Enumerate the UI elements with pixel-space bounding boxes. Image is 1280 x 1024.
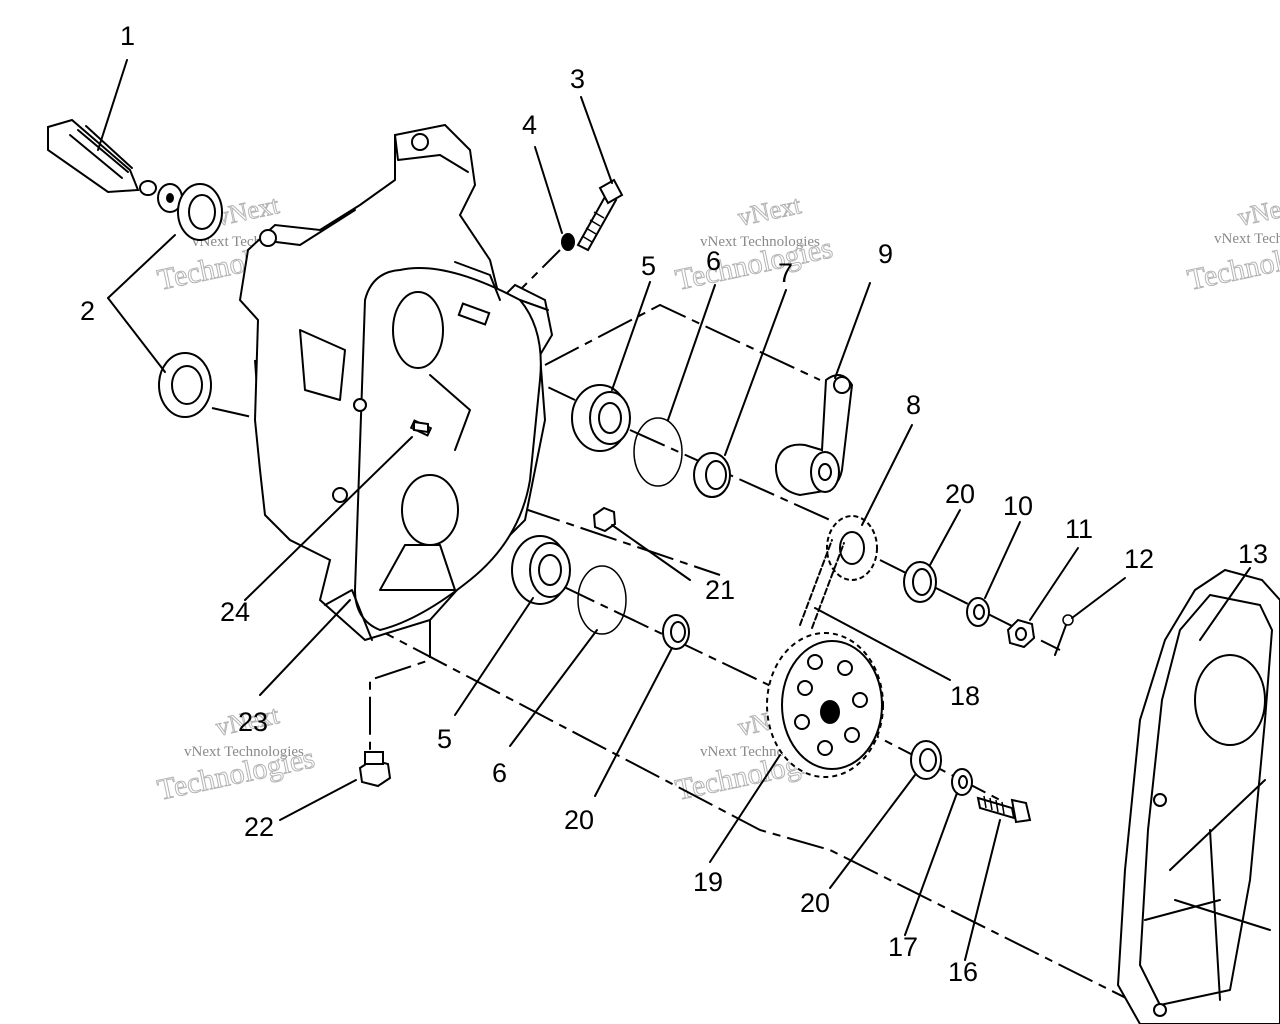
callout-labels: 1 2 3 4 5 6 7 9 8 20 10 11 12 13 24 21 1… — [80, 21, 1268, 987]
part-washer-17 — [951, 768, 973, 796]
part-drain-plug-22 — [358, 751, 392, 788]
part-snapring-upper — [633, 417, 683, 487]
callout-6-lower: 6 — [492, 758, 507, 788]
part-small-sprocket — [826, 515, 878, 581]
callout-20-upper: 20 — [945, 479, 975, 509]
watermark-top-right: vNext vNext Technologies Technologies — [1184, 190, 1280, 298]
part-plug-21 — [592, 506, 617, 533]
callout-22: 22 — [244, 812, 274, 842]
part-bearing-lower — [511, 535, 571, 605]
callout-6-upper: 6 — [706, 246, 721, 276]
callout-11: 11 — [1065, 514, 1093, 544]
part-stud-24 — [413, 420, 429, 434]
callout-5-lower: 5 — [437, 724, 452, 754]
part-shaft — [47, 118, 183, 213]
callout-2: 2 — [80, 296, 95, 326]
callout-5-upper: 5 — [641, 251, 656, 281]
part-setscrew-4 — [561, 233, 575, 251]
callout-1: 1 — [120, 21, 135, 51]
watermark-text: vNext — [1235, 190, 1280, 232]
part-chaincase-cover — [1116, 568, 1280, 1024]
callout-16: 16 — [948, 957, 978, 987]
part-chaincase-housing — [238, 123, 554, 642]
callout-10: 10 — [1003, 491, 1033, 521]
callout-4: 4 — [522, 110, 537, 140]
part-chain — [799, 539, 845, 629]
callout-20-mid: 20 — [564, 805, 594, 835]
part-spacer — [693, 452, 731, 498]
part-seal-upper — [177, 183, 223, 241]
watermark-top-center: vNext vNext Technologies Technologies — [672, 190, 836, 298]
part-washer-20-mid — [662, 614, 690, 650]
callout-13: 13 — [1238, 539, 1268, 569]
callout-20-lower: 20 — [800, 888, 830, 918]
watermark-text: vNext Technologies — [700, 234, 820, 250]
watermark-text: vNext Technologies — [1214, 231, 1280, 247]
watermark-bottom-left: vNext vNext Technologies Technologies — [154, 700, 318, 808]
part-seal-lower — [158, 352, 212, 418]
leader-lines — [97, 59, 1251, 961]
watermark-text: vNext — [735, 190, 804, 232]
part-bolt-3 — [576, 178, 624, 252]
callout-18: 18 — [950, 681, 980, 711]
part-pin-12 — [1054, 614, 1074, 656]
watermark-text: vNext Technologies — [184, 744, 304, 760]
part-tensioner-arm — [774, 374, 854, 497]
part-snapring-lower — [577, 565, 627, 635]
callout-21: 21 — [705, 575, 735, 605]
part-bearing-upper — [571, 384, 631, 452]
callout-3: 3 — [570, 64, 585, 94]
part-nut-11 — [1006, 618, 1036, 649]
part-bolt-16 — [976, 795, 1032, 824]
part-washer-20-upper — [903, 561, 937, 603]
watermark-text: vNext — [213, 190, 282, 232]
callout-23: 23 — [238, 707, 268, 737]
part-washer-20-lower — [910, 740, 942, 780]
callout-8: 8 — [906, 390, 921, 420]
callout-7: 7 — [778, 258, 793, 288]
callout-19: 19 — [693, 867, 723, 897]
callout-12: 12 — [1124, 544, 1154, 574]
callout-9: 9 — [878, 239, 893, 269]
callout-17: 17 — [888, 932, 918, 962]
part-large-sprocket — [766, 632, 884, 778]
callout-24: 24 — [220, 597, 250, 627]
part-washer-10 — [966, 597, 990, 627]
